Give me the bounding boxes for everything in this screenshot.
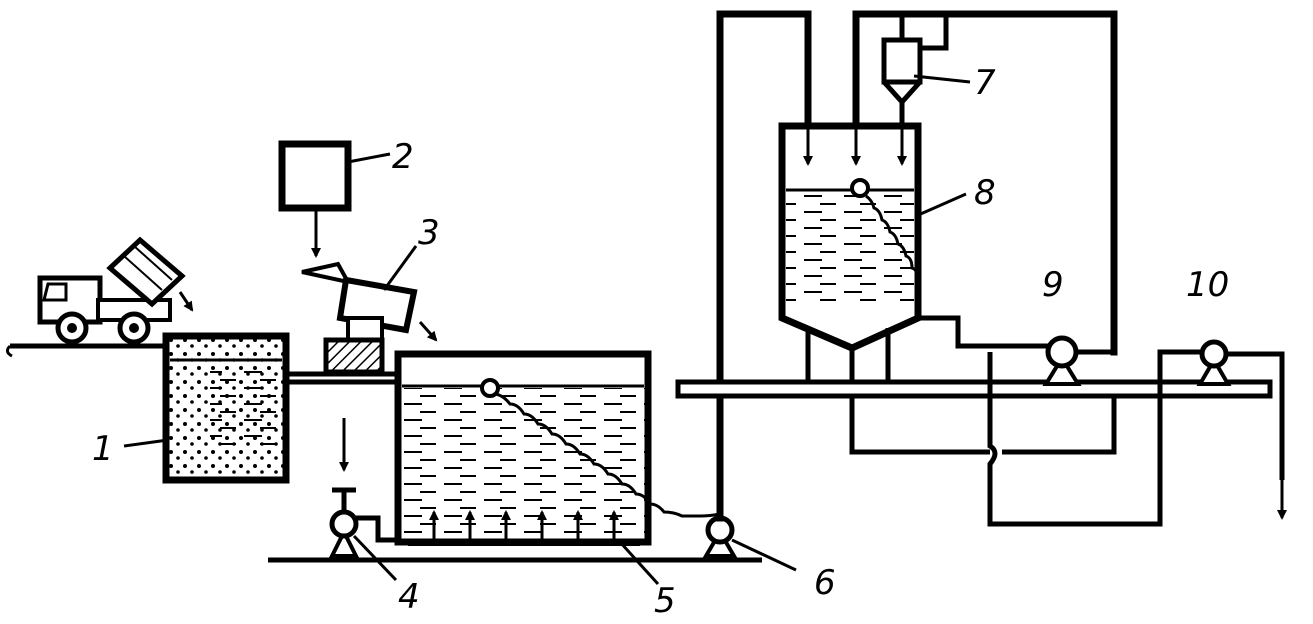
mixer-unit <box>301 261 418 375</box>
label-10: 10 <box>1186 265 1229 305</box>
pipe-crossover <box>987 349 1200 527</box>
platform-beam <box>675 379 1273 399</box>
reactor-8 <box>778 122 922 382</box>
pump4-discharge-pipe <box>356 515 398 543</box>
riser-pipe-6 <box>716 10 812 522</box>
leader-8 <box>915 192 967 218</box>
leader-2 <box>347 152 391 164</box>
unload-arrow <box>178 291 194 312</box>
reactor-drain-loop <box>849 396 1117 455</box>
aerator-arrows <box>429 510 619 540</box>
transfer-pipe <box>286 371 398 385</box>
leader-4 <box>352 534 398 582</box>
final-discharge-pipe <box>1226 351 1285 480</box>
label-7: 7 <box>974 63 996 103</box>
label-2: 2 <box>392 137 414 177</box>
label-6: 6 <box>814 563 836 603</box>
leader-3 <box>382 245 418 291</box>
pump-6 <box>702 515 738 558</box>
label-8: 8 <box>974 173 996 213</box>
leader-7 <box>913 74 971 84</box>
reagent-hopper <box>278 140 352 212</box>
pump-9 <box>1042 335 1082 386</box>
reactor-overflow-pipe <box>918 315 1052 349</box>
mixer-discharge-arrow <box>418 321 438 342</box>
pump-4 <box>328 509 360 558</box>
receiving-tank <box>162 332 290 484</box>
leader-5 <box>618 540 660 586</box>
leader-1 <box>123 438 169 448</box>
filter-connector <box>899 14 949 51</box>
label-1: 1 <box>92 429 114 469</box>
leader-6 <box>731 538 797 572</box>
label-3: 3 <box>418 213 440 253</box>
dump-truck-icon <box>37 236 186 345</box>
pump-10 <box>1196 339 1232 386</box>
pipe-to-filter <box>852 10 1118 356</box>
label-5: 5 <box>654 581 676 621</box>
label-4: 4 <box>398 577 420 617</box>
label-9: 9 <box>1042 265 1064 305</box>
filter-7 <box>881 37 923 106</box>
ground-line-hook <box>5 344 13 358</box>
settling-tank <box>394 350 721 546</box>
